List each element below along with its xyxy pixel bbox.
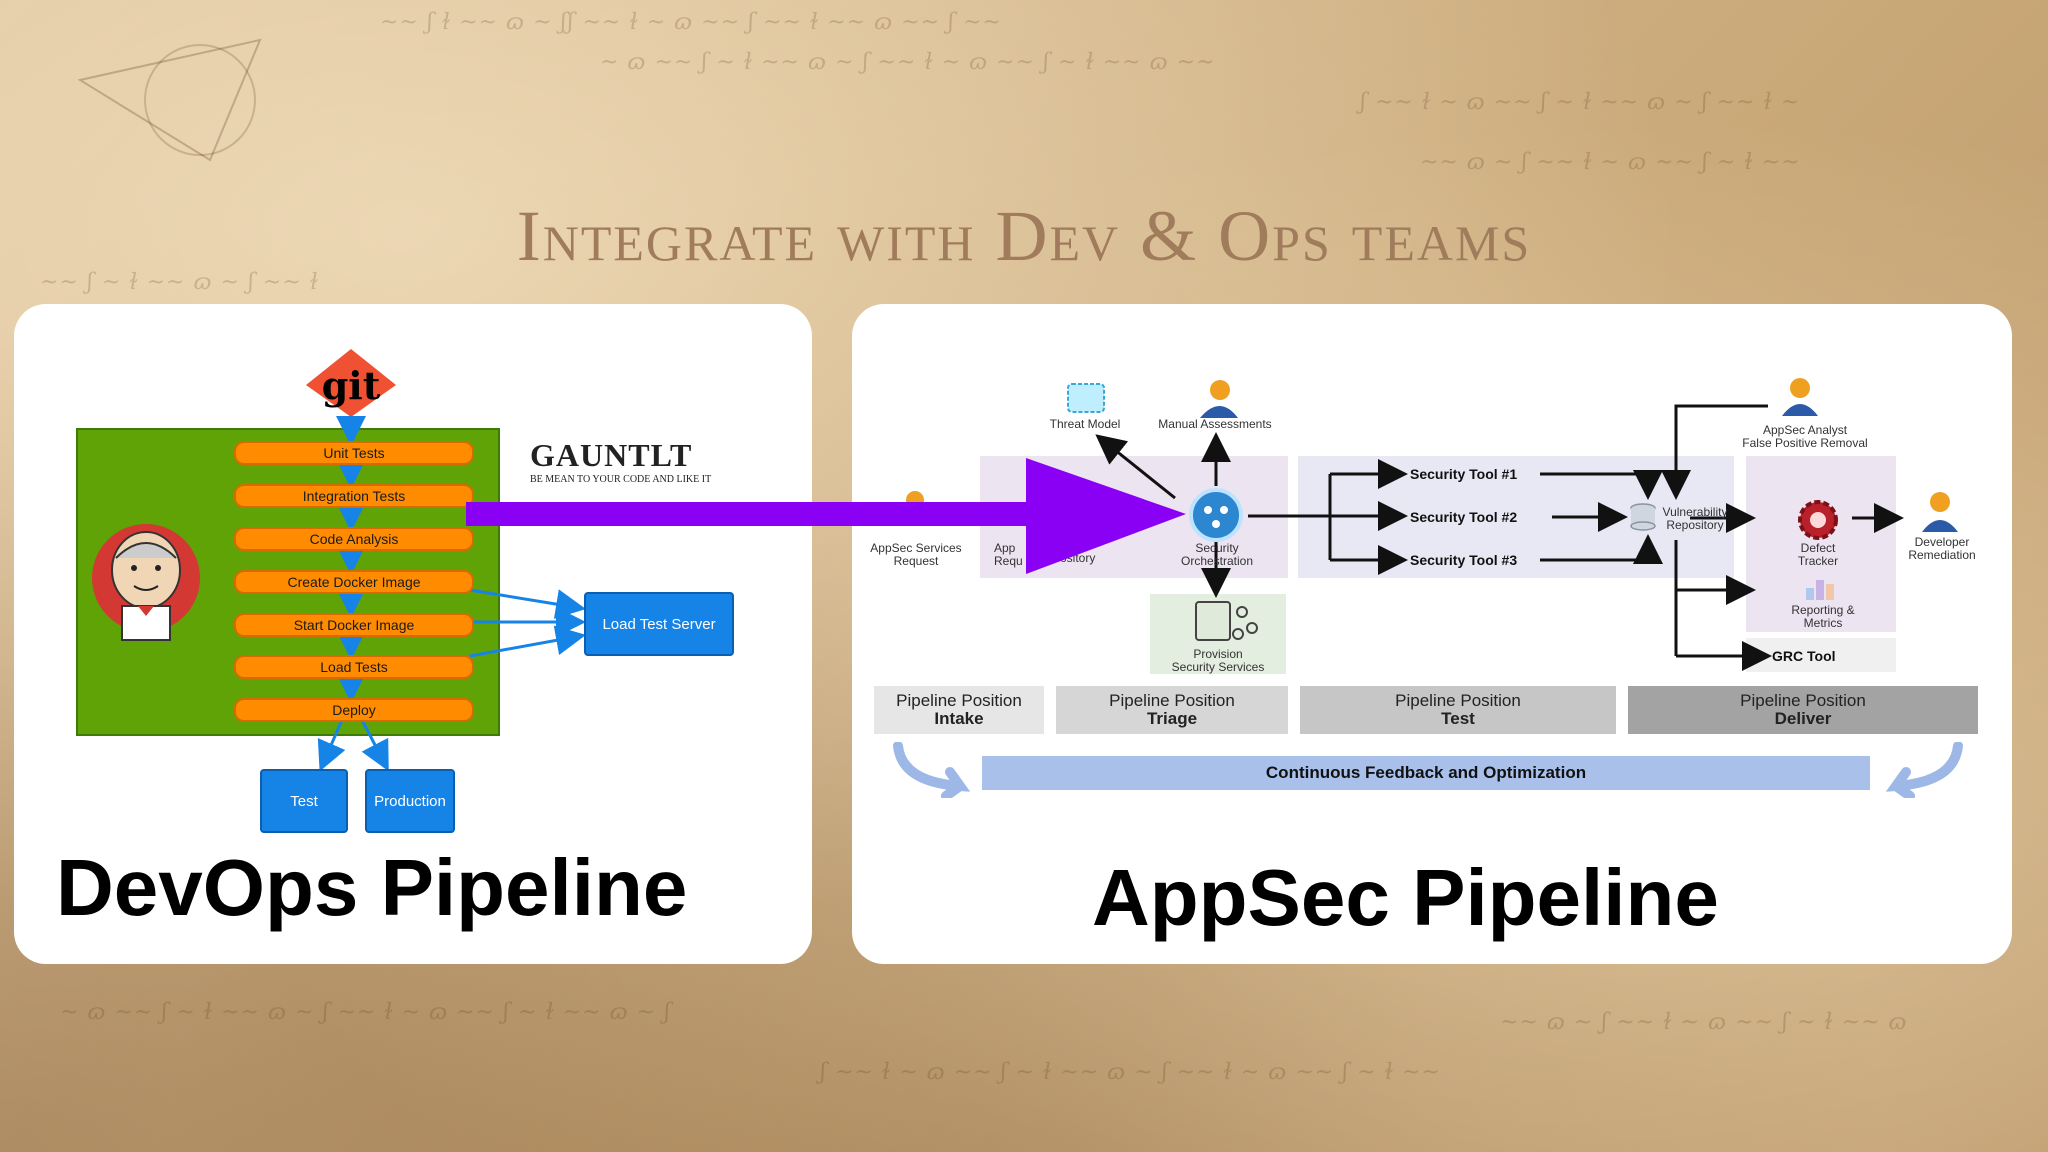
stage-deploy: Deploy — [234, 698, 474, 722]
git-logo: git — [306, 349, 396, 417]
provision-services-icon — [1195, 601, 1258, 641]
stage-load-tests: Load Tests — [234, 655, 474, 679]
reporting-line1: Reporting & — [1791, 603, 1855, 617]
stage-create-docker-image: Create Docker Image — [234, 570, 474, 594]
services-request-label: AppSec Services Request — [860, 542, 972, 568]
scribble-decoration: ~~ ʃ ɫ ~~ ɷ ~ ʃʃ ~~ ɫ ~ ɷ ~~ ʃ ~~ ɫ ~~ ɷ… — [380, 10, 1002, 35]
stage-integration-tests: Integration Tests — [234, 484, 474, 508]
appsec-analyst-person-icon — [1782, 378, 1818, 416]
deliver-region — [1746, 456, 1896, 632]
security-orchestration-label: Security Orchestration — [1160, 542, 1274, 568]
position-test: Pipeline Position Test — [1300, 686, 1616, 734]
reporting-metrics-label: Reporting & Metrics — [1770, 604, 1876, 630]
grc-tool-label: GRC Tool — [1772, 648, 1836, 664]
developer-line1: Developer — [1914, 535, 1970, 549]
page-title: Integrate with Dev & Ops teams — [516, 196, 1532, 276]
provision-label: Provision Security Services — [1150, 648, 1286, 674]
stage-start-docker-image: Start Docker Image — [234, 613, 474, 637]
services-request-line1: AppSec Services — [870, 541, 962, 555]
appsec-analyst-label: AppSec Analyst False Positive Removal — [1730, 424, 1880, 450]
position-test-line1: Pipeline Position — [1395, 691, 1521, 710]
scribble-decoration: ʃ ~~ ɫ ~ ɷ ~~ ʃ ~ ɫ ~~ ɷ ~ ʃ ~~ ɫ ~ — [1360, 90, 1801, 115]
jenkins-icon — [92, 524, 200, 641]
production-env-box: Production — [365, 769, 455, 833]
position-deliver-line2: Deliver — [1774, 709, 1832, 728]
app-request-partial-label: App Requ — [994, 542, 1034, 568]
scribble-decoration: ʃ ~~ ɫ ~ ɷ ~~ ʃ ~ ɫ ~~ ɷ ~ ʃ ~~ ɫ ~ ɷ ~~… — [820, 1060, 1441, 1085]
vulnerability-repository-label: Vulnerability Repository — [1652, 506, 1738, 532]
defect-line2: Tracker — [1797, 554, 1839, 568]
test-env-box: Test — [260, 769, 348, 833]
sketch-decoration — [77, 38, 262, 162]
app-request-partial-line2: Requ — [994, 554, 1023, 568]
developer-person-icon — [1922, 492, 1958, 532]
analyst-line1: AppSec Analyst — [1762, 423, 1848, 437]
position-intake-line1: Pipeline Position — [896, 691, 1022, 710]
defect-line1: Defect — [1800, 541, 1836, 555]
threat-model-icon — [1067, 383, 1105, 413]
position-triage: Pipeline Position Triage — [1056, 686, 1288, 734]
security-orchestration-icon — [1189, 488, 1243, 542]
app-request-partial-line1: App — [994, 541, 1016, 555]
defect-tracker-gear-icon — [1798, 500, 1838, 540]
position-test-line2: Test — [1441, 709, 1475, 728]
orchestration-line2: Orchestration — [1180, 554, 1254, 568]
gauntlt-logo: GAUNTLT — [530, 437, 693, 473]
orchestration-line1: Security — [1195, 541, 1239, 555]
defect-tracker-label: Defect Tracker — [1770, 542, 1866, 568]
threat-model-label: Threat Model — [1049, 417, 1121, 431]
appsec-panel — [852, 304, 2012, 964]
position-triage-line1: Pipeline Position — [1109, 691, 1235, 710]
developer-remediation-label: Developer Remediation — [1892, 536, 1992, 562]
manual-assessment-person-icon — [1200, 380, 1238, 418]
continuous-feedback-bar: Continuous Feedback and Optimization — [982, 756, 1870, 790]
scribble-decoration: ~~ ɷ ~ ʃ ~~ ɫ ~ ɷ ~~ ʃ ~ ɫ ~~ — [1420, 150, 1801, 175]
position-deliver-line1: Pipeline Position — [1740, 691, 1866, 710]
git-logo-text: git — [322, 363, 381, 408]
position-intake-line2: Intake — [934, 709, 984, 728]
vuln-repo-line2: Repository — [1666, 518, 1724, 532]
scribble-decoration: ~~ ʃ ~ ɫ ~~ ɷ ~ ʃ ~~ ɫ — [40, 270, 320, 295]
reporting-line2: Metrics — [1803, 616, 1843, 630]
position-deliver: Pipeline Position Deliver — [1628, 686, 1978, 734]
devops-caption: DevOps Pipeline — [56, 843, 688, 932]
provision-line1: Provision — [1193, 647, 1243, 661]
stage-unit-tests: Unit Tests — [234, 441, 474, 465]
appsec-caption: AppSec Pipeline — [1092, 853, 1719, 942]
manual-assessments-label: Manual Assessments — [1158, 417, 1272, 431]
gauntlt-tagline: BE MEAN TO YOUR CODE AND LIKE IT — [530, 474, 712, 485]
developer-line2: Remediation — [1908, 548, 1976, 562]
position-triage-line2: Triage — [1146, 709, 1198, 728]
stage-code-analysis: Code Analysis — [234, 527, 474, 551]
position-intake: Pipeline Position Intake — [874, 686, 1044, 734]
security-tool-2: Security Tool #2 — [1410, 509, 1518, 525]
vuln-repo-line1: Vulnerability — [1662, 505, 1728, 519]
provision-line2: Security Services — [1171, 660, 1265, 674]
feedback-curve-arrows — [893, 742, 1963, 798]
scribble-decoration: ~~ ɷ ~ ʃ ~~ ɫ ~ ɷ ~~ ʃ ~ ɫ ~~ ɷ — [1500, 1010, 1908, 1035]
services-request-line2: Request — [893, 554, 939, 568]
scribble-decoration: ~ ɷ ~~ ʃ ~ ɫ ~~ ɷ ~ ʃ ~~ ɫ ~ ɷ ~~ ʃ ~ ɫ … — [600, 50, 1216, 75]
scribble-decoration: ~ ɷ ~~ ʃ ~ ɫ ~~ ɷ ~ ʃ ~~ ɫ ~ ɷ ~~ ʃ ~ ɫ … — [60, 1000, 672, 1025]
security-tool-3: Security Tool #3 — [1410, 552, 1518, 568]
load-test-server-box: Load Test Server — [584, 592, 734, 656]
vulnerability-database-icon — [1630, 503, 1656, 531]
analyst-line2: False Positive Removal — [1742, 436, 1868, 450]
reporting-metrics-chart-icon — [1806, 580, 1834, 600]
security-tool-1: Security Tool #1 — [1410, 466, 1518, 482]
